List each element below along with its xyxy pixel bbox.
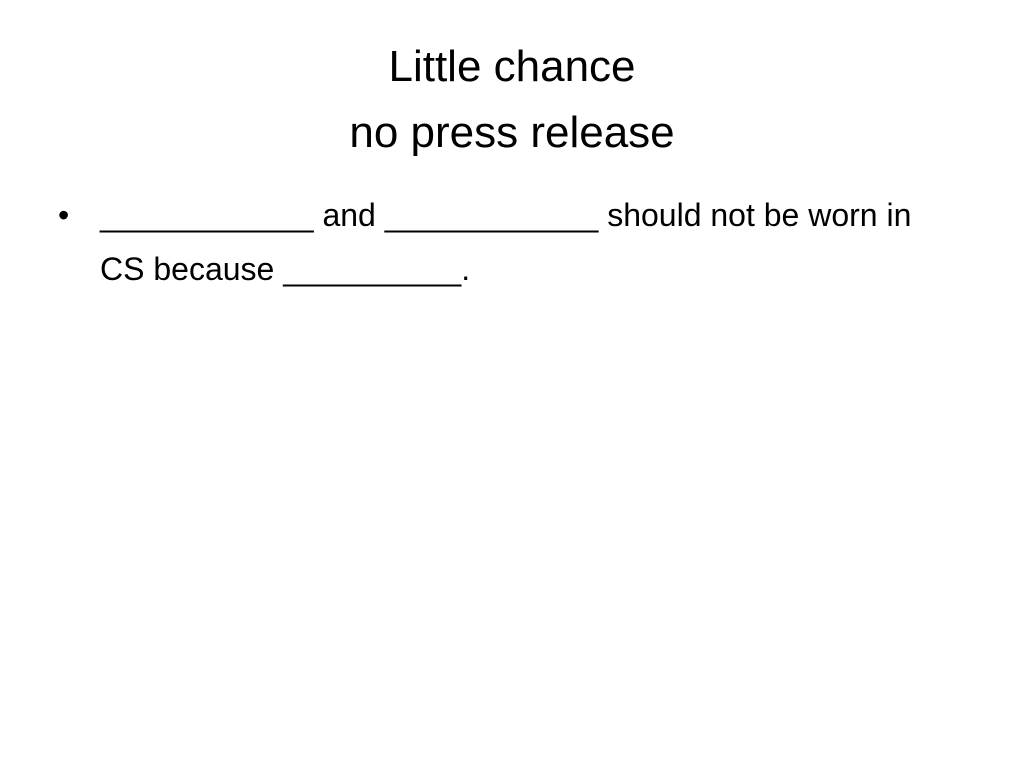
title-line-2: no press release xyxy=(349,108,675,157)
title-line-1: Little chance xyxy=(388,42,636,91)
bullet-marker: • xyxy=(58,197,70,233)
bullet-list: • ____________ and ____________ should n… xyxy=(58,188,958,296)
bullet-item: • ____________ and ____________ should n… xyxy=(58,188,958,296)
bullet-text: ____________ and ____________ should not… xyxy=(100,197,912,287)
slide-title: Little chance no press release xyxy=(0,34,1024,166)
